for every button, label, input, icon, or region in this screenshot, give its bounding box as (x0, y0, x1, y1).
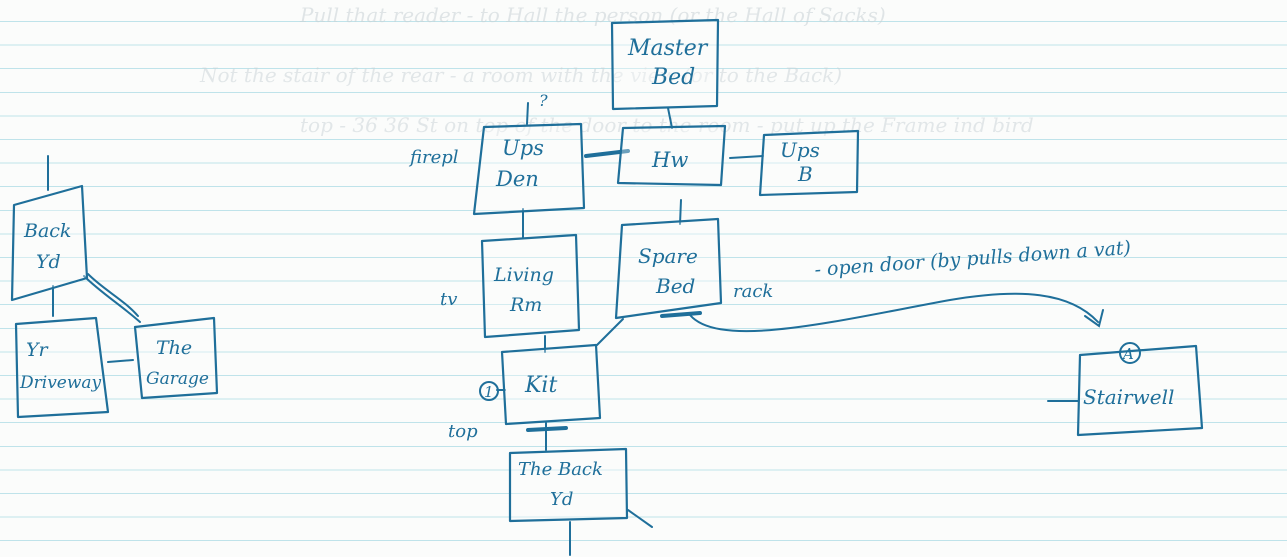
room-label: Stairwell (1083, 385, 1174, 409)
room-label: Spare (638, 244, 698, 268)
room-label: Garage (146, 369, 209, 389)
room-label: Rm (509, 294, 542, 316)
room-living-rm (480, 233, 581, 339)
room-ups-den (472, 122, 586, 216)
room-label: Den (495, 167, 539, 191)
room-label: Ups (780, 138, 820, 162)
room-label: Yd (550, 489, 573, 510)
room-label: Living (493, 264, 554, 286)
circle-marker-a-label: A (1121, 345, 1134, 363)
room-label: The (156, 337, 192, 359)
room-label: The Back (518, 459, 603, 480)
room-back-yd-bottom (508, 447, 629, 523)
room-back-yd-left (10, 184, 89, 302)
connector (679, 199, 682, 225)
room-garage (133, 316, 219, 400)
connector (596, 318, 624, 346)
connector (107, 359, 134, 363)
rack-label: rack (733, 281, 773, 302)
faded-text-line: Not the stair of the rear - a room with … (199, 63, 842, 87)
tv-label: tv (440, 289, 457, 310)
room-driveway (14, 316, 110, 419)
room-label: Driveway (19, 373, 102, 393)
arrow-head (1084, 309, 1104, 328)
faded-text-line: top - 36 36 St on top of the door to the… (300, 113, 1034, 137)
room-label: Bed (651, 65, 695, 90)
room-label: Yd (36, 251, 61, 273)
room-label: Master (627, 36, 709, 61)
top-label: top (448, 421, 478, 442)
room-stairwell (1076, 344, 1204, 437)
room-label: Back (23, 220, 71, 242)
circle-marker-one (479, 381, 499, 401)
question-mark-label: ? (539, 91, 548, 110)
room-hw (616, 124, 727, 187)
connector (667, 107, 673, 129)
door-to-stairwell-arrow (689, 292, 1099, 333)
connector (627, 509, 653, 528)
connector (87, 273, 139, 317)
open-door-note: - open door (by pulls down a vat) (814, 237, 1132, 281)
room-label: Kit (524, 373, 557, 398)
room-kit (500, 343, 602, 426)
room-label: Ups (502, 136, 544, 160)
connector (83, 275, 141, 323)
connector (526, 102, 529, 125)
connector (729, 155, 764, 159)
room-master-bed (610, 18, 720, 111)
circle-marker-one-label: 1 (484, 383, 494, 401)
room-ups-b (758, 129, 860, 197)
room-label: Hw (651, 148, 688, 172)
fireplace-label: firepl (408, 147, 459, 168)
room-label: B (797, 162, 813, 186)
room-label: Yr (26, 339, 50, 361)
connector-door (660, 311, 702, 318)
room-spare-bed (614, 217, 723, 320)
circle-marker-a (1119, 342, 1141, 364)
faded-text-line: Pull that reader - to Hall the person (o… (299, 3, 886, 27)
room-label: Bed (655, 274, 695, 298)
